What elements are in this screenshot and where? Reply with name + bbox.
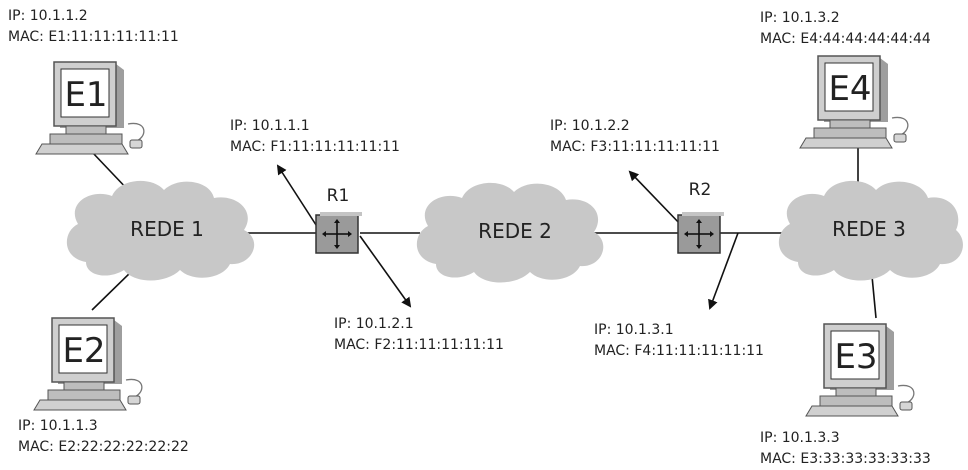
host-address-e2: IP: 10.1.1.3 MAC: E2:22:22:22:22:22 (18, 416, 189, 458)
router-label-r1: R1 (326, 186, 350, 206)
interface-ip-f2: IP: 10.1.2.1 (334, 316, 414, 332)
host-address-e1: IP: 10.1.1.2 MAC: E1:11:11:11:11:11 (8, 6, 179, 48)
host-address-e3: IP: 10.1.3.3 MAC: E3:33:33:33:33:33 (760, 428, 931, 470)
network-label-rede1: REDE 1 (130, 217, 204, 241)
host-ip-e4: IP: 10.1.3.2 (760, 10, 840, 26)
interface-ip-f3: IP: 10.1.2.2 (550, 118, 630, 134)
host-label-e1: E1 (64, 75, 108, 115)
interface-mac-f3: MAC: F3:11:11:11:11:11 (550, 139, 720, 155)
cloud-rede3 (778, 180, 963, 281)
host-mac-e4: MAC: E4:44:44:44:44:44 (760, 31, 931, 47)
host-label-e3: E3 (834, 337, 878, 377)
interface-address-f3: IP: 10.1.2.2 MAC: F3:11:11:11:11:11 (550, 116, 720, 158)
host-label-e2: E2 (62, 331, 106, 371)
host-mac-e1: MAC: E1:11:11:11:11:11 (8, 29, 179, 45)
cloud-icon (66, 180, 963, 283)
network-label-rede2: REDE 2 (478, 219, 552, 243)
host-mac-e3: MAC: E3:33:33:33:33:33 (760, 451, 931, 467)
host-mac-e2: MAC: E2:22:22:22:22:22 (18, 439, 189, 455)
host-ip-e2: IP: 10.1.1.3 (18, 418, 98, 434)
interface-mac-f1: MAC: F1:11:11:11:11:11 (230, 139, 400, 155)
interface-mac-f4: MAC: F4:11:11:11:11:11 (594, 343, 764, 359)
arrow-f1 (276, 164, 319, 229)
router-r2 (677, 212, 724, 254)
interface-address-f4: IP: 10.1.3.1 MAC: F4:11:11:11:11:11 (594, 320, 764, 362)
interface-ip-f4: IP: 10.1.3.1 (594, 322, 674, 338)
router-label-r2: R2 (688, 180, 712, 200)
network-label-rede3: REDE 3 (832, 217, 906, 241)
host-ip-e1: IP: 10.1.1.2 (8, 8, 88, 24)
interface-address-f2: IP: 10.1.2.1 MAC: F2:11:11:11:11:11 (334, 314, 504, 356)
arrow-f3 (628, 170, 683, 227)
host-label-e4: E4 (828, 69, 872, 109)
interface-ip-f1: IP: 10.1.1.1 (230, 118, 310, 134)
router-icon (315, 212, 724, 254)
interface-address-f1: IP: 10.1.1.1 MAC: F1:11:11:11:11:11 (230, 116, 400, 158)
host-address-e4: IP: 10.1.3.2 MAC: E4:44:44:44:44:44 (760, 8, 931, 50)
link-e3-rede3 (871, 275, 877, 319)
router-r1 (315, 212, 362, 254)
interface-mac-f2: MAC: F2:11:11:11:11:11 (334, 337, 504, 353)
host-ip-e3: IP: 10.1.3.3 (760, 430, 840, 446)
cloud-rede2 (416, 182, 604, 283)
arrow-f2 (359, 235, 412, 308)
arrow-f4 (708, 232, 739, 310)
cloud-rede1 (66, 180, 255, 281)
link-e2-rede1 (91, 269, 134, 311)
